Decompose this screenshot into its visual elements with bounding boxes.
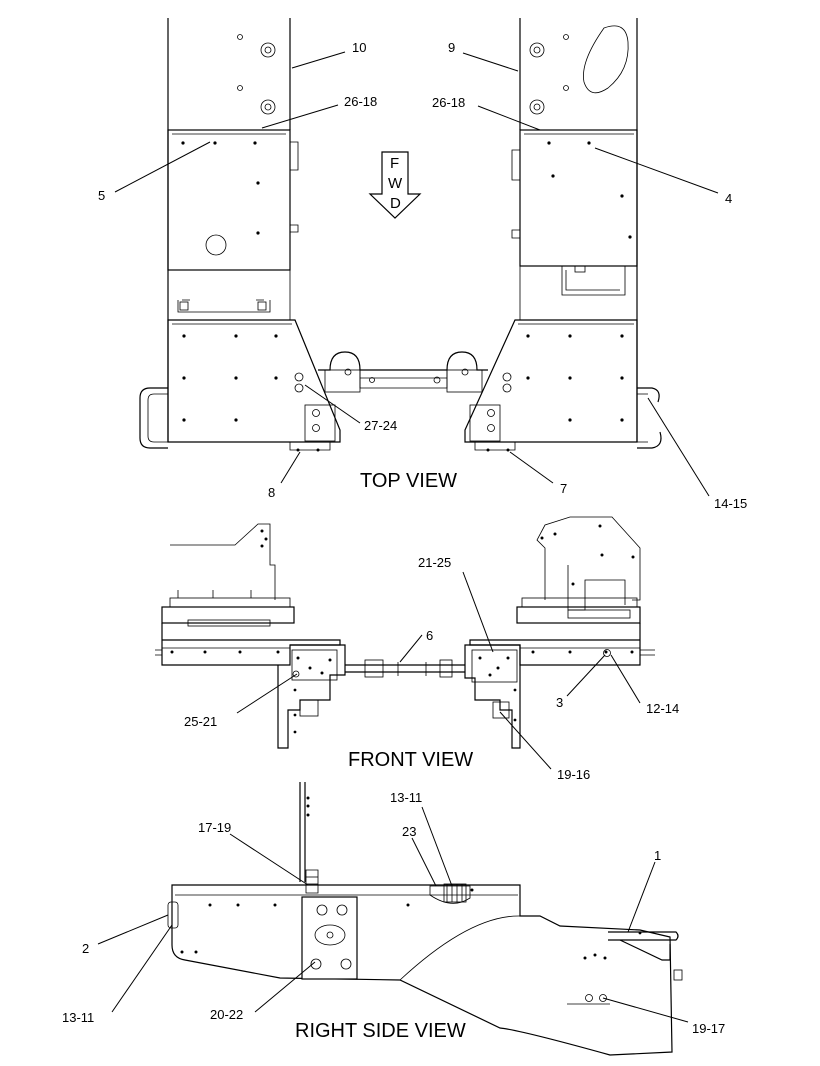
callout-labels: 10 9 26-18 26-18 5 4 27-24 8 7 14-15 21-… [62, 40, 747, 1036]
fwd-letter-w: W [388, 175, 403, 192]
callout-1: 1 [654, 848, 661, 863]
callout-7: 7 [560, 481, 567, 496]
front-view-title: FRONT VIEW [348, 749, 473, 771]
callout-27-24: 27-24 [364, 418, 397, 433]
callout-6: 6 [426, 628, 433, 643]
callout-17-19: 17-19 [198, 820, 231, 835]
front-view-drawing [155, 516, 655, 749]
callout-13-11-top: 13-11 [390, 790, 422, 805]
callout-3: 3 [556, 695, 563, 710]
right-side-view-drawing [167, 782, 683, 1056]
forward-arrow-icon [368, 151, 422, 219]
callout-12-14: 12-14 [646, 701, 679, 716]
callout-25-21: 25-21 [184, 714, 217, 729]
callout-4: 4 [725, 191, 732, 206]
fwd-letter-d: D [390, 195, 401, 212]
callout-20-22: 20-22 [210, 1007, 243, 1022]
callout-19-16: 19-16 [557, 767, 590, 782]
callout-14-15: 14-15 [714, 496, 747, 511]
fwd-arrow-label: F W D [388, 155, 403, 212]
leader-lines [97, 51, 719, 1023]
callout-26-18-left: 26-18 [344, 94, 377, 109]
top-view-drawing [139, 18, 662, 452]
callout-19-17: 19-17 [692, 1021, 725, 1036]
callout-10: 10 [352, 40, 366, 55]
callout-13-11-bottom: 13-11 [62, 1010, 94, 1025]
callout-21-25: 21-25 [418, 555, 451, 570]
callout-23: 23 [402, 824, 416, 839]
callout-26-18-right: 26-18 [432, 95, 465, 110]
top-view-title: TOP VIEW [360, 470, 457, 492]
callout-9: 9 [448, 40, 455, 55]
fwd-letter-f: F [390, 155, 399, 172]
callout-8: 8 [268, 485, 275, 500]
callout-2: 2 [82, 941, 89, 956]
callout-5: 5 [98, 188, 105, 203]
right-side-view-title: RIGHT SIDE VIEW [295, 1020, 466, 1042]
